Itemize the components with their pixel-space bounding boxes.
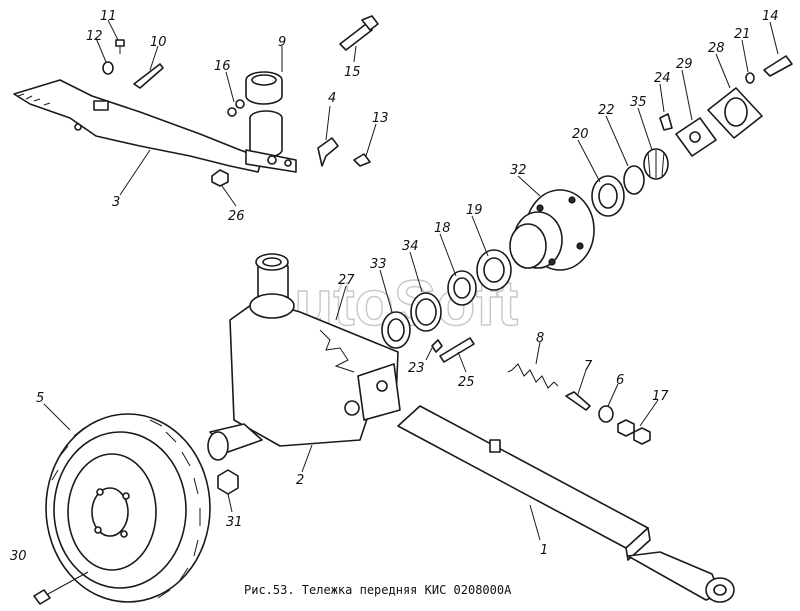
label-part-13: 13 — [372, 111, 389, 126]
part-29-gasket — [675, 117, 717, 157]
label-part-4: 4 — [328, 91, 336, 106]
label-part-16: 16 — [214, 59, 231, 74]
label-part-21: 21 — [734, 27, 751, 42]
part-20-bearing — [591, 175, 625, 217]
part-13-clip — [353, 153, 371, 167]
label-part-9: 9 — [278, 35, 286, 50]
label-part-23: 23 — [408, 361, 425, 376]
tube-socket — [245, 110, 297, 173]
part-35-castle-nut — [643, 148, 669, 180]
part-6-washer — [598, 405, 614, 423]
part-18-ring — [447, 270, 477, 306]
label-part-24: 24 — [654, 71, 671, 86]
part-30-bolt — [33, 571, 89, 605]
label-part-14: 14 — [762, 9, 779, 24]
label-part-26: 26 — [228, 209, 245, 224]
label-part-32: 32 — [510, 163, 527, 178]
label-part-5: 5 — [36, 391, 44, 406]
part-32-hub — [509, 189, 595, 271]
label-part-17: 17 — [652, 389, 669, 404]
part-8-spring — [507, 363, 559, 389]
label-part-11: 11 — [100, 9, 117, 24]
label-part-20: 20 — [572, 127, 589, 142]
part-33-seal — [381, 311, 411, 349]
part-26-nut — [211, 169, 229, 187]
part-19-bearing — [476, 249, 512, 291]
label-part-18: 18 — [434, 221, 451, 236]
part-5-wheel — [45, 413, 211, 603]
part-21-washer — [745, 72, 755, 84]
part-27-cotter-chain — [319, 329, 355, 373]
part-3-bent-tube — [13, 79, 263, 173]
part-14-bolt — [763, 55, 793, 77]
part-16-fittings — [227, 99, 245, 117]
label-part-10: 10 — [150, 35, 167, 50]
part-24-cotter-pin — [659, 113, 673, 131]
label-part-28: 28 — [708, 41, 725, 56]
part-4-clip — [317, 137, 339, 167]
label-part-15: 15 — [344, 65, 361, 80]
part-12-washer — [102, 61, 114, 75]
part-15-bolt — [339, 15, 379, 51]
label-part-35: 35 — [630, 95, 647, 110]
part-labels: 1 2 3 4 5 6 7 8 9 10 11 12 13 14 15 16 1… — [10, 9, 779, 564]
part-1-drawbar — [397, 405, 735, 603]
part-7-hook — [565, 391, 591, 411]
part-2-housing — [207, 253, 401, 461]
leader-lines — [43, 19, 779, 541]
label-part-6: 6 — [616, 373, 624, 388]
label-part-2: 2 — [296, 473, 304, 488]
part-25-bolt — [439, 337, 475, 363]
figure-caption: Рис.53. Тележка передняя КИС 0208000А — [244, 583, 512, 597]
label-part-3: 3 — [112, 195, 120, 210]
label-part-33: 33 — [370, 257, 387, 272]
label-part-1: 1 — [540, 543, 548, 558]
part-22-ring — [623, 165, 645, 195]
label-part-7: 7 — [584, 359, 593, 374]
part-11-bolt — [115, 39, 125, 54]
part-28-hub-cap — [707, 87, 763, 139]
label-part-25: 25 — [458, 375, 475, 390]
part-23-pin — [431, 339, 443, 353]
label-part-34: 34 — [402, 239, 419, 254]
label-part-12: 12 — [86, 29, 103, 44]
label-part-27: 27 — [338, 273, 355, 288]
label-part-19: 19 — [466, 203, 483, 218]
part-9-sleeve — [245, 71, 283, 105]
part-17-nuts — [617, 419, 651, 445]
part-34-ring — [410, 292, 442, 332]
label-part-22: 22 — [598, 103, 615, 118]
part-31-nut — [217, 469, 239, 495]
label-part-29: 29 — [676, 57, 693, 72]
part-10-pin — [133, 63, 164, 89]
label-part-30: 30 — [10, 549, 27, 564]
label-part-31: 31 — [226, 515, 243, 530]
label-part-8: 8 — [536, 331, 544, 346]
